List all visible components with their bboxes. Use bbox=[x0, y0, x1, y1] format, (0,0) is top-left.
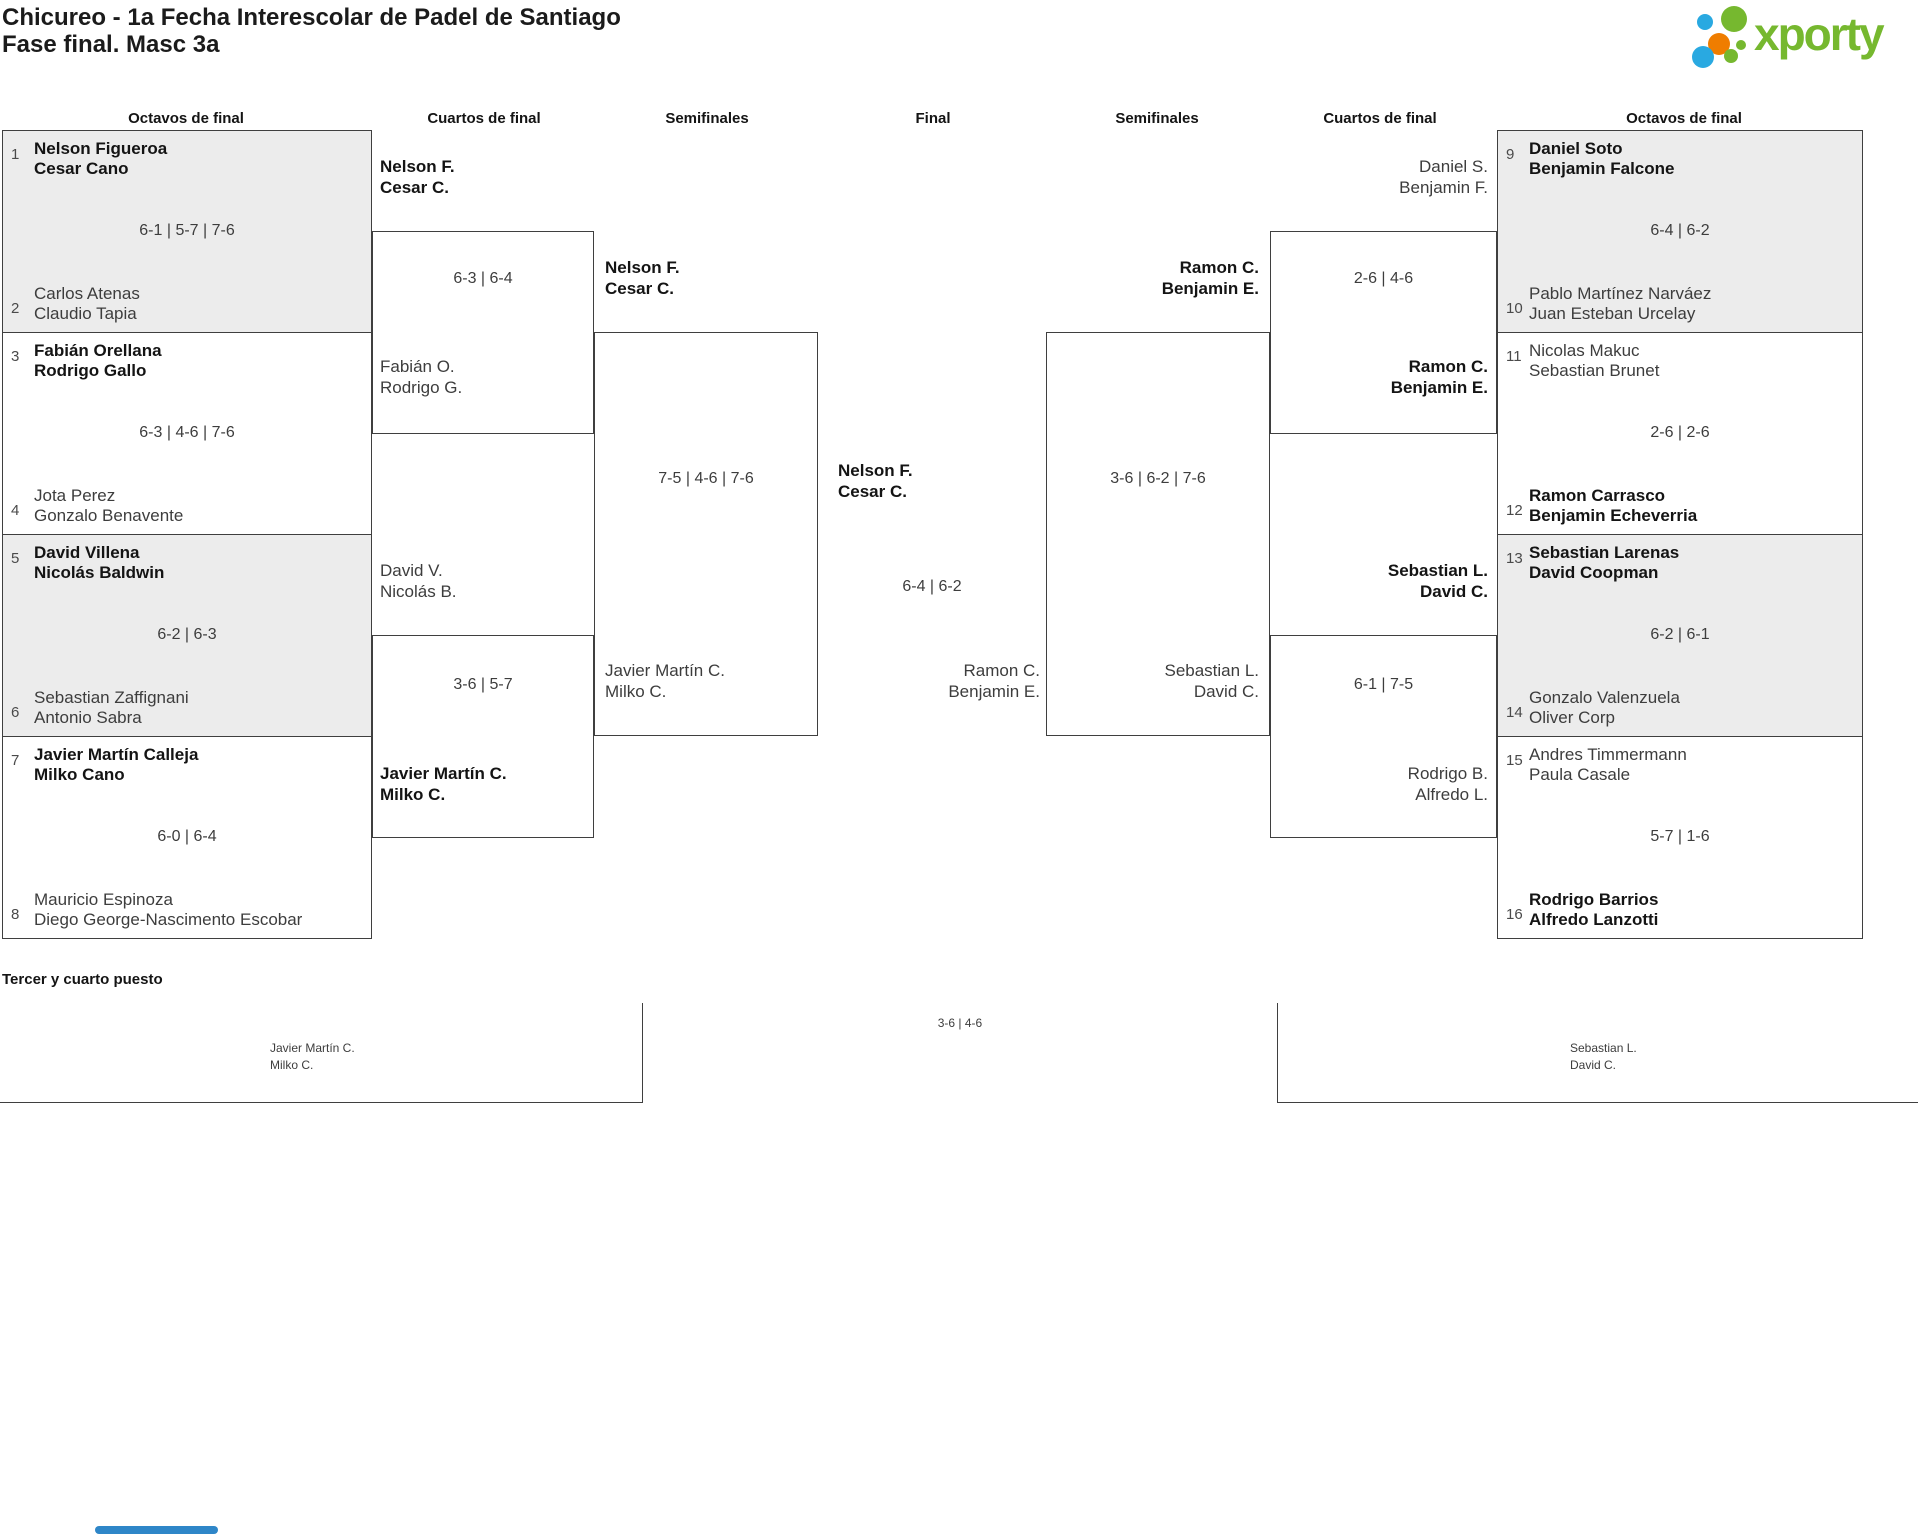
team-name: David V.Nicolás B. bbox=[380, 561, 457, 601]
third-place-bracket-right-line bbox=[1277, 1003, 1918, 1103]
round-header-final: Final bbox=[915, 110, 951, 127]
team-name: Rodrigo B.Alfredo L. bbox=[1407, 764, 1488, 804]
round-header-left-qf: Cuartos de final bbox=[427, 110, 541, 127]
xporty-logo-text: xporty bbox=[1754, 8, 1885, 60]
team-name: Javier Martín C.Milko C. bbox=[605, 661, 725, 701]
page-subtitle: Fase final. Masc 3a bbox=[2, 31, 220, 58]
seed-number: 2 bbox=[11, 300, 20, 317]
match-box-qf-left-2 bbox=[372, 635, 594, 838]
seed-number: 11 bbox=[1506, 348, 1522, 365]
match-box-qf-right-1 bbox=[1270, 231, 1497, 434]
team-name: Sebastian L.David C. bbox=[1387, 561, 1488, 601]
seed-number: 8 bbox=[11, 906, 20, 923]
xporty-logo-dots-icon bbox=[1692, 6, 1747, 68]
seed-number: 3 bbox=[11, 348, 20, 365]
seed-number: 13 bbox=[1506, 550, 1523, 567]
seed-number: 5 bbox=[11, 550, 20, 567]
team-name: Ramon C.Benjamin E. bbox=[1161, 258, 1259, 298]
team-name: Fabián O.Rodrigo G. bbox=[380, 357, 463, 397]
seed-number: 4 bbox=[11, 502, 20, 519]
round-header-right-r16: Octavos de final bbox=[1626, 110, 1742, 127]
match-score: 6-2 | 6-1 bbox=[1650, 626, 1710, 643]
match-box-sf-left bbox=[594, 332, 818, 736]
match-score-final: 6-4 | 6-2 bbox=[902, 578, 962, 595]
third-place-heading: Tercer y cuarto puesto bbox=[2, 971, 163, 988]
match-score: 6-3 | 4-6 | 7-6 bbox=[139, 424, 235, 441]
match-score: 6-2 | 6-3 bbox=[157, 626, 217, 643]
match-score: 6-3 | 6-4 bbox=[453, 270, 513, 287]
xporty-logo: xporty bbox=[1680, 2, 1916, 72]
seed-number: 16 bbox=[1506, 906, 1523, 923]
team-name: Ramon C.Benjamin E. bbox=[948, 661, 1040, 701]
team-name: Javier Martín C.Milko C. bbox=[270, 1041, 355, 1072]
match-score: 3-6 | 5-7 bbox=[453, 676, 513, 693]
team-name: Daniel S.Benjamin F. bbox=[1399, 157, 1488, 197]
team-name: Sebastian L.David C. bbox=[1164, 661, 1259, 701]
round-header-right-sf: Semifinales bbox=[1115, 110, 1199, 127]
round-header-right-qf: Cuartos de final bbox=[1323, 110, 1437, 127]
match-score: 3-6 | 6-2 | 7-6 bbox=[1110, 470, 1206, 487]
match-score: 6-1 | 5-7 | 7-6 bbox=[139, 222, 235, 239]
seed-number: 14 bbox=[1506, 704, 1523, 721]
round-header-left-sf: Semifinales bbox=[665, 110, 749, 127]
team-name: Sebastian L.David C. bbox=[1570, 1041, 1637, 1072]
seed-number: 12 bbox=[1506, 502, 1523, 519]
seed-number: 9 bbox=[1506, 146, 1515, 163]
team-name-champion: Nelson F.Cesar C. bbox=[838, 461, 913, 501]
horizontal-scrollbar-thumb[interactable] bbox=[95, 1526, 218, 1534]
team-name: Javier Martín C.Milko C. bbox=[380, 764, 507, 804]
seed-number: 15 bbox=[1506, 752, 1523, 769]
match-box-qf-right-2 bbox=[1270, 635, 1497, 838]
team-name: Nelson F.Cesar C. bbox=[605, 258, 680, 298]
round-header-left-r16: Octavos de final bbox=[128, 110, 244, 127]
third-place-bracket-left-line bbox=[0, 1003, 643, 1103]
seed-number: 7 bbox=[11, 752, 20, 769]
team-name: Ramon C.Benjamin E. bbox=[1390, 357, 1488, 397]
match-score: 2-6 | 4-6 bbox=[1353, 270, 1414, 287]
team-name: Nelson F.Cesar C. bbox=[380, 157, 455, 197]
seed-number: 10 bbox=[1506, 300, 1523, 317]
match-score: 2-6 | 2-6 bbox=[1650, 424, 1710, 441]
match-box-sf-right bbox=[1046, 332, 1270, 736]
match-score: 7-5 | 4-6 | 7-6 bbox=[658, 470, 754, 487]
match-score: 5-7 | 1-6 bbox=[1650, 828, 1710, 845]
match-score-third-place: 3-6 | 4-6 bbox=[937, 1016, 983, 1030]
match-score: 6-1 | 7-5 bbox=[1353, 676, 1414, 693]
seed-number: 6 bbox=[11, 704, 20, 721]
page-title: Chicureo - 1a Fecha Interescolar de Pade… bbox=[2, 4, 621, 31]
match-score: 6-4 | 6-2 bbox=[1650, 222, 1710, 239]
match-box-qf-left-1 bbox=[372, 231, 594, 434]
match-score: 6-0 | 6-4 bbox=[157, 828, 217, 845]
seed-number: 1 bbox=[11, 146, 20, 163]
